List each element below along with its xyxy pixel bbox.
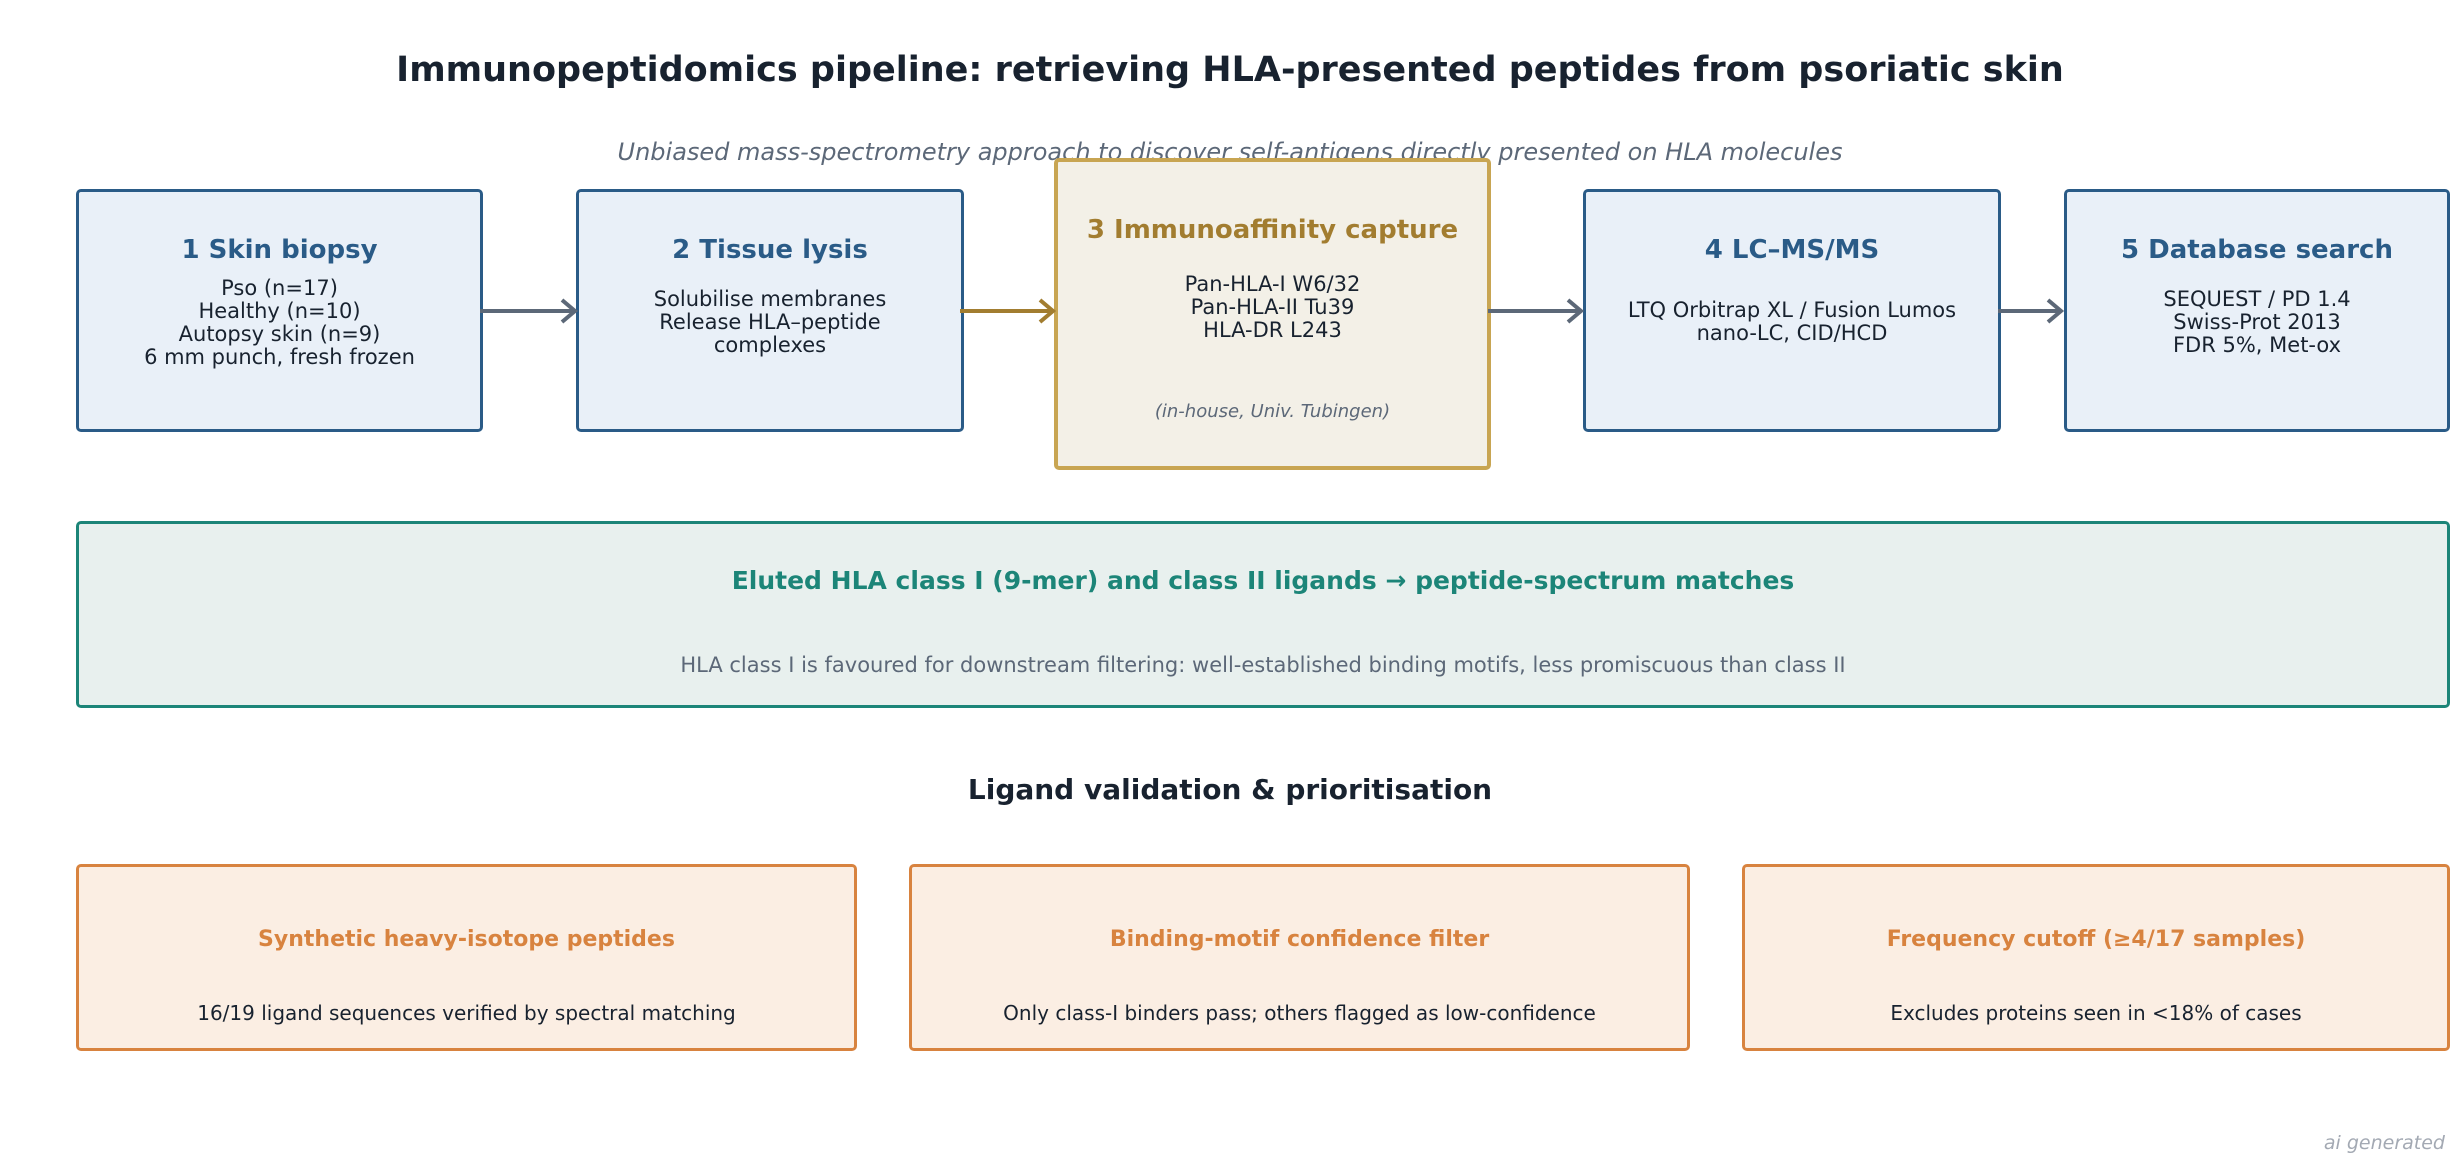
step-body: Solubilise membranes Release HLA–peptide… <box>653 287 887 357</box>
step-body: Pan-HLA-I W6/32 Pan-HLA-II Tu39 HLA-DR L… <box>1184 272 1361 342</box>
step-tissue-lysis: 2 Tissue lysis Solubilise membranes Rele… <box>576 189 964 432</box>
arrow-right-icon <box>960 298 1057 324</box>
validation-title: Frequency cutoff (≥4/17 samples) <box>1886 927 2306 952</box>
step-body: Pso (n=17) Healthy (n=10) Autopsy skin (… <box>144 276 415 369</box>
step-database-search: 5 Database search SEQUEST / PD 1.4 Swiss… <box>2064 189 2450 432</box>
validation-frequency-cutoff: Frequency cutoff (≥4/17 samples) Exclude… <box>1742 864 2450 1051</box>
eluted-ligands-panel: Eluted HLA class I (9-mer) and class II … <box>76 521 2450 708</box>
step-body: SEQUEST / PD 1.4 Swiss-Prot 2013 FDR 5%,… <box>2163 287 2351 357</box>
validation-binding-motif: Binding-motif confidence filter Only cla… <box>909 864 1690 1051</box>
section-heading: Ligand validation & prioritisation <box>967 773 1493 806</box>
step-lc-ms-ms: 4 LC–MS/MS LTQ Orbitrap XL / Fusion Lumo… <box>1583 189 2001 432</box>
arrow-right-icon <box>1488 298 1585 324</box>
eluted-note: HLA class I is favoured for downstream f… <box>680 653 1846 677</box>
validation-body: Only class-I binders pass; others flagge… <box>1003 1001 1596 1025</box>
validation-body: 16/19 ligand sequences verified by spect… <box>197 1001 736 1025</box>
arrow-right-icon <box>1998 298 2065 324</box>
validation-body: Excludes proteins seen in <18% of cases <box>1890 1001 2302 1025</box>
step-title: 3 Immunoaffinity capture <box>1086 215 1459 245</box>
page-title: Immunopeptidomics pipeline: retrieving H… <box>396 50 2064 90</box>
step-title: 4 LC–MS/MS <box>1704 235 1880 265</box>
step-title: 2 Tissue lysis <box>672 235 868 265</box>
validation-heavy-isotope: Synthetic heavy-isotope peptides 16/19 l… <box>76 864 857 1051</box>
step-immunoaffinity-capture: 3 Immunoaffinity capture Pan-HLA-I W6/32… <box>1054 158 1491 470</box>
arrow-right-icon <box>480 298 579 324</box>
step-title: 5 Database search <box>2121 235 2393 265</box>
step-title: 1 Skin biopsy <box>181 235 378 265</box>
validation-title: Synthetic heavy-isotope peptides <box>258 927 675 952</box>
validation-title: Binding-motif confidence filter <box>1109 927 1490 952</box>
watermark: ai generated <box>2323 1132 2445 1154</box>
step-skin-biopsy: 1 Skin biopsy Pso (n=17) Healthy (n=10) … <box>76 189 483 432</box>
eluted-title: Eluted HLA class I (9-mer) and class II … <box>731 566 1795 595</box>
step-note: (in-house, Univ. Tubingen) <box>1154 401 1391 422</box>
step-body: LTQ Orbitrap XL / Fusion Lumos nano-LC, … <box>1627 298 1957 345</box>
